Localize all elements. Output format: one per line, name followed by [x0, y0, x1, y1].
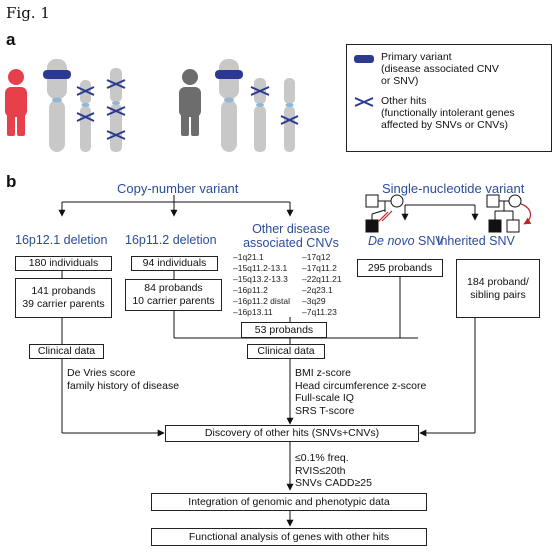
cnv-item: –15q13.2-13.3 — [233, 274, 288, 284]
cnv-item: –17q11.2 — [302, 263, 337, 273]
cnv-item: –16p13.11 — [233, 307, 273, 317]
box-180-individuals: 180 individuals — [15, 256, 112, 271]
chromosome-other-hits-3 — [250, 78, 270, 152]
flow-connectors — [58, 195, 479, 527]
chromosome-other-hits-4 — [280, 78, 299, 152]
box-295-probands: 295 probands — [357, 259, 443, 277]
chromosome-primary-variant-1 — [43, 59, 71, 152]
panel-b-label: b — [6, 172, 17, 191]
legend-other-hits-text: Other hits (functionally intolerant gene… — [381, 95, 515, 131]
cnv-item: –17q12 — [302, 252, 331, 262]
filter-criteria: ≤0.1% freq. RVIS≤20th SNVs CADD≥25 — [295, 452, 372, 489]
box-53-probands: 53 probands — [241, 322, 327, 338]
chromosome-primary-variant-2 — [215, 59, 243, 152]
inherited-pedigree-icon — [486, 194, 532, 233]
box-184-sibling-pairs: 184 proband/ sibling pairs — [456, 259, 540, 318]
cnv-item: –7q11.23 — [302, 307, 337, 317]
group-other-cnvs: Other disease associated CNVs — [243, 222, 339, 250]
de-novo-snv-suffix: SNV — [414, 234, 444, 248]
affected-person-icon — [5, 69, 27, 136]
clinical-mid-measures: BMI z-score Head circumference z-score F… — [295, 367, 427, 417]
legend-primary-swatch — [354, 55, 374, 63]
cnv-item: –16p11.2 — [233, 285, 268, 295]
box-141-probands: 141 probands 39 carrier parents — [15, 278, 112, 318]
clinical-left-measures: De Vries score family history of disease — [67, 367, 180, 392]
de-novo-pedigree-icon — [365, 194, 404, 233]
box-94-individuals: 94 individuals — [131, 256, 218, 271]
legend-box — [346, 44, 552, 152]
cnv-list-left: –1q21.1 –15q11.2-13.1 –15q13.2-13.3 –16p… — [233, 252, 290, 318]
cnv-list-right: –17q12 –17q11.2 –22q11.21 –2q23.1 –3q29 … — [302, 252, 342, 318]
cnv-item: –22q11.21 — [302, 274, 342, 284]
unaffected-person-icon — [179, 69, 201, 136]
panel-a-label: a — [6, 30, 16, 49]
group-inherited-snv: Inherited SNV — [437, 234, 515, 248]
box-functional-analysis: Functional analysis of genes with other … — [151, 528, 427, 546]
cnv-item: –15q11.2-13.1 — [233, 263, 288, 273]
box-clinical-data-mid: Clinical data — [247, 344, 325, 359]
chromosome-other-hits-2 — [106, 68, 126, 152]
cnv-item: –1q21.1 — [233, 252, 264, 262]
cnv-item: –3q29 — [302, 296, 326, 306]
group-de-novo-snv: De novo SNV — [368, 234, 444, 248]
cnv-item: –2q23.1 — [302, 285, 333, 295]
group-16p12-deletion: 16p12.1 deletion — [15, 233, 108, 247]
group-16p11-deletion: 16p11.2 deletion — [125, 233, 217, 247]
figure-label: Fig. 1 — [6, 4, 50, 22]
de-novo-label: De novo — [368, 234, 415, 248]
chromosome-other-hits-1 — [76, 80, 95, 152]
legend-other-hits-swatch — [354, 97, 374, 107]
box-discovery-other-hits: Discovery of other hits (SNVs+CNVs) — [165, 425, 419, 442]
cnv-item: –16p11.2 distal — [233, 296, 291, 306]
copy-number-variant-header: Copy-number variant — [117, 181, 239, 196]
box-84-probands: 84 probands 10 carrier parents — [125, 279, 222, 311]
single-nucleotide-variant-header: Single-nucleotide variant — [382, 181, 525, 196]
legend-primary-text: Primary variant (disease associated CNV … — [381, 51, 499, 87]
box-clinical-data-left: Clinical data — [29, 344, 104, 359]
box-integration: Integration of genomic and phenotypic da… — [151, 493, 427, 511]
